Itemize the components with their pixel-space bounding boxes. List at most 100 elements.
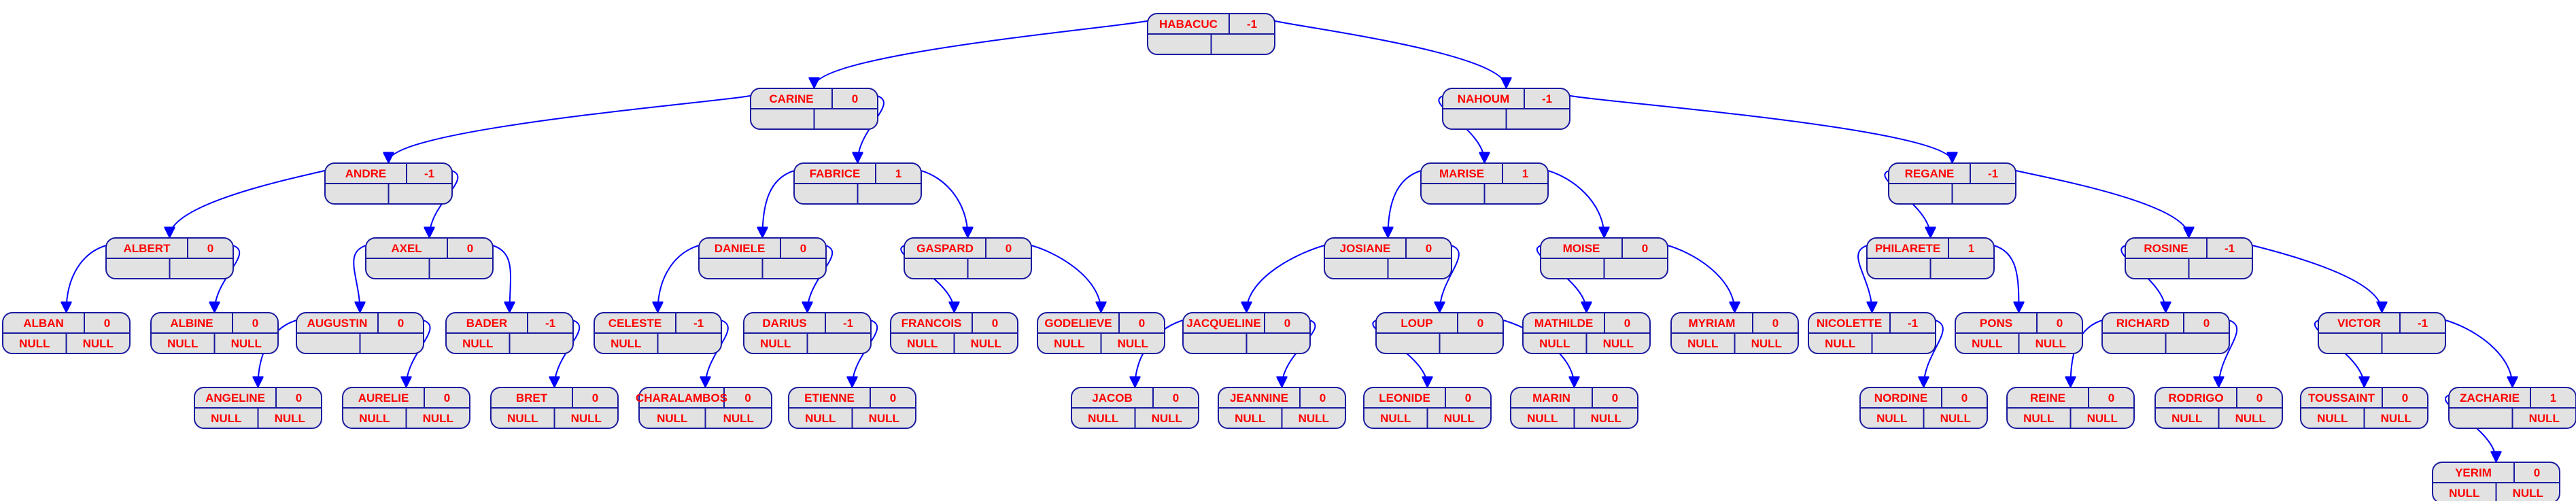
node-balance-factor: 0 [2534, 466, 2540, 479]
node-name: GODELIEVE [1044, 317, 1112, 330]
node-right-child: NULL [231, 337, 262, 350]
node-balance-factor: 0 [1465, 392, 1471, 404]
node-right-child: NULL [571, 412, 602, 425]
tree-node-josiane: JOSIANE 0 [1324, 237, 1452, 279]
node-name: CHARALAMBOS [636, 392, 727, 404]
node-right-child: NULL [1299, 412, 1329, 425]
node-name: MYRIAM [1689, 317, 1736, 330]
node-balance-factor: 0 [992, 317, 998, 330]
node-right-child: NULL [1591, 412, 1621, 425]
node-balance-factor: 0 [444, 392, 450, 404]
node-left-child: NULL [1825, 337, 1855, 350]
tree-node-carine: CARINE 0 [750, 88, 878, 130]
node-name: PONS [1980, 317, 2012, 330]
node-left-child: NULL [507, 412, 538, 425]
node-right-child: NULL [275, 412, 305, 425]
node-left-child: NULL [760, 337, 791, 350]
node-balance-factor: 1 [1522, 167, 1528, 180]
edge-fabrice-gaspard [918, 169, 968, 237]
edge-andre-albert [170, 169, 328, 237]
node-balance-factor: 0 [1961, 392, 1968, 404]
node-name: JEANNINE [1230, 392, 1288, 404]
edge-celeste-charalambos [706, 319, 729, 386]
node-right-child: NULL [1940, 412, 1971, 425]
tree-node-loup: LOUP 0 [1375, 312, 1504, 354]
node-name: ALBERT [124, 242, 171, 255]
edge-philarete-pons [1991, 244, 2019, 311]
node-balance-factor: -1 [2225, 242, 2235, 255]
node-left-child: NULL [1539, 337, 1570, 350]
node-name: AXEL [391, 242, 422, 255]
node-balance-factor: 0 [800, 242, 806, 255]
node-left-child: NULL [805, 412, 836, 425]
node-name: NAHOUM [1458, 92, 1510, 105]
node-name: ROSINE [2144, 242, 2188, 255]
node-balance-factor: 0 [252, 317, 258, 330]
edge-albert-alban [67, 244, 109, 311]
edge-philarete-nicolette [1857, 244, 1872, 311]
node-right-child: NULL [2381, 412, 2411, 425]
node-balance-factor: -1 [424, 167, 434, 180]
node-left-child: NULL [359, 412, 390, 425]
node-left-child: NULL [1054, 337, 1084, 350]
edge-gaspard-godelieve [1028, 244, 1101, 311]
node-balance-factor: 1 [1968, 242, 1974, 255]
node-left-child: NULL [2171, 412, 2202, 425]
edge-regane-rosine [2012, 169, 2189, 237]
node-balance-factor: 0 [2256, 392, 2263, 404]
tree-node-rosine: ROSINE -1 [2125, 237, 2253, 279]
node-name: GASPARD [916, 242, 974, 255]
node-name: JACQUELINE [1186, 317, 1261, 330]
node-left-child: NULL [611, 337, 641, 350]
node-name: FABRICE [810, 167, 861, 180]
node-left-child: NULL [907, 337, 938, 350]
node-balance-factor: -1 [1247, 18, 1257, 31]
node-balance-factor: 0 [1477, 317, 1483, 330]
node-balance-factor: -1 [693, 317, 704, 330]
node-right-child: NULL [1152, 412, 1182, 425]
node-name: MARIN [1532, 392, 1570, 404]
node-balance-factor: 0 [1772, 317, 1779, 330]
node-name: AUGUSTIN [307, 317, 368, 330]
node-name: LOUP [1401, 317, 1432, 330]
node-name: ANDRE [345, 167, 386, 180]
node-name: TOUSSAINT [2308, 392, 2375, 404]
node-right-child: NULL [2087, 412, 2118, 425]
node-balance-factor: 0 [2402, 392, 2408, 404]
node-name: MARISE [1439, 167, 1484, 180]
node-balance-factor: 0 [1426, 242, 1432, 255]
edge-nahoum-regane [1566, 94, 1953, 162]
node-left-child: NULL [211, 412, 241, 425]
node-name: JOSIANE [1340, 242, 1391, 255]
edge-victor-zacharie [2442, 319, 2513, 386]
node-left-child: NULL [1972, 337, 2002, 350]
node-balance-factor: 0 [296, 392, 302, 404]
node-right-child: NULL [971, 337, 1001, 350]
edge-moise-myriam [1664, 244, 1735, 311]
edge-nicolette-nordine [1924, 319, 1944, 386]
node-name: ETIENNE [804, 392, 855, 404]
node-name: AURELIE [358, 392, 409, 404]
node-name: CARINE [769, 92, 813, 105]
node-right-child: NULL [723, 412, 754, 425]
node-balance-factor: 0 [852, 92, 858, 105]
